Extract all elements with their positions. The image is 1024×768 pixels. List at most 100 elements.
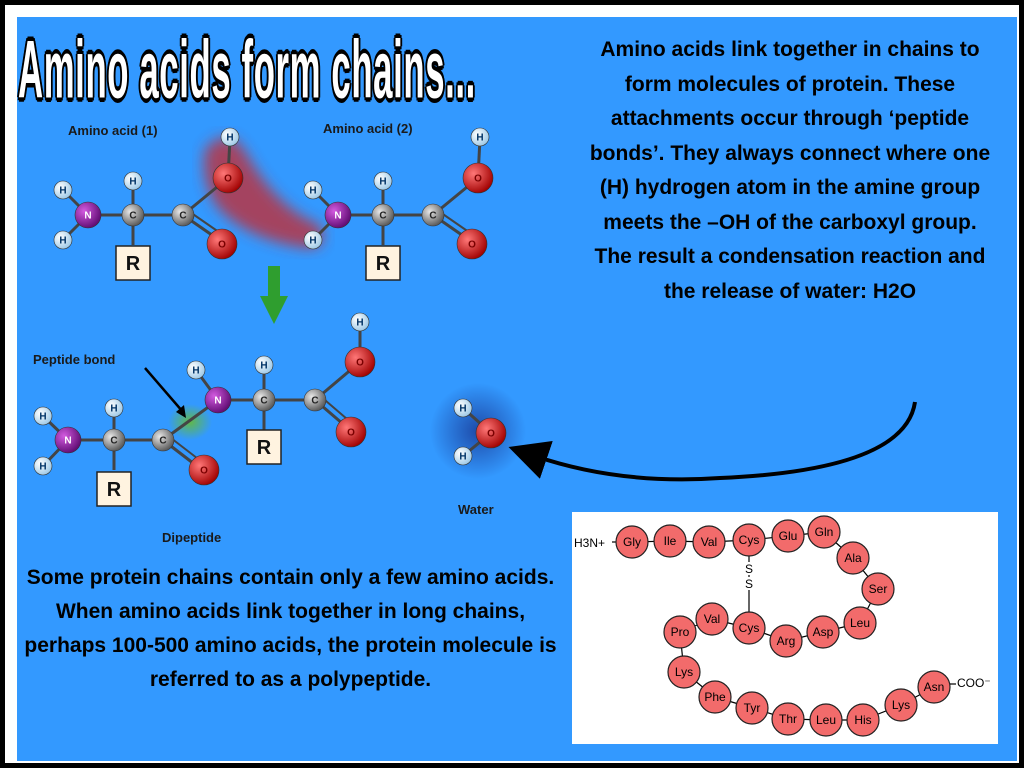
residue-label: Cys [739,533,760,547]
atom-n: N [324,201,352,229]
residue-glu: Glu [771,519,805,553]
r-group-box: R [246,429,282,465]
atom-symbol: H [39,412,46,423]
residue-asn: Asn [917,670,951,704]
residue-label: Thr [779,712,797,726]
residue-pro: Pro [663,615,697,649]
residue-his: His [846,703,880,737]
atom-h: H [104,398,124,418]
residue-gly: Gly [615,525,649,559]
atom-symbol: H [129,177,136,188]
atom-h: H [303,230,323,250]
labels-layer: Amino acid (1)Amino acid (2)Peptide bond… [33,121,494,545]
atom-o: O [456,228,488,260]
atom-symbol: H [309,186,316,197]
residue-label: Arg [777,634,796,648]
atom-o: O [206,228,238,260]
atom-h: H [470,127,490,147]
residue-label: Ile [664,534,677,548]
atom-symbol: O [224,174,232,185]
sulfur-atom: S [745,577,753,591]
atom-symbol: N [214,396,221,407]
atom-c: C [171,203,195,227]
residue-phe: Phe [698,680,732,714]
r-group-label: R [376,253,391,275]
atom-o: O [188,454,220,486]
residue-label: Cys [739,621,760,635]
curved-arrow [508,401,917,482]
atom-symbol: O [356,358,364,369]
atom-h: H [33,406,53,426]
r-group-box: R [96,471,132,507]
atom-symbol: O [347,428,355,439]
residue-label: Gln [815,525,834,539]
residue-lys: Lys [667,655,701,689]
residue-label: His [854,713,871,727]
residue-label: Tyr [744,701,761,715]
atom-symbol: O [468,240,476,251]
paragraph-left: Some protein chains contain only a few a… [24,566,557,691]
residue-label: Lys [892,698,910,712]
atom-symbol: O [487,429,495,440]
r-group-label: R [107,479,122,501]
residue-label: Ala [844,551,862,565]
atom-o: O [335,416,367,448]
atom-symbol: H [476,133,483,144]
residue-label: Val [701,535,717,549]
residue-label: Phe [704,690,726,704]
residue-label: Glu [779,529,798,543]
label-water: Water [458,502,494,517]
r-group-box: R [365,245,401,281]
residue-leu: Leu [809,703,843,737]
atom-symbol: N [334,211,341,222]
residue-ser: Ser [861,572,895,606]
amino-acid-2 [311,137,482,245]
atom-symbol: H [309,236,316,247]
r-group-label: R [126,253,141,275]
atom-symbol: H [226,133,233,144]
slide-title: Amino acids form chains... [18,22,475,114]
atom-symbol: C [179,211,186,222]
residue-label: Leu [816,713,836,727]
atom-symbol: O [200,466,208,477]
residue-gln: Gln [807,515,841,549]
atom-symbol: H [59,236,66,247]
residue-ile: Ile [653,524,687,558]
atom-c: C [371,203,395,227]
residue-tyr: Tyr [735,691,769,725]
residue-val: Val [695,602,729,636]
atom-o: O [212,162,244,194]
label-peptide-bond: Peptide bond [33,352,115,367]
n-terminus: H3N+ [574,536,605,550]
atom-symbol: N [64,436,71,447]
atom-symbol: C [129,211,136,222]
residue-label: Val [704,612,720,626]
atom-symbol: C [159,436,166,447]
atom-o: O [344,346,376,378]
atom-symbol: H [260,361,267,372]
c-terminus: COO⁻ [957,676,991,690]
atom-n: N [54,426,82,454]
green-down-arrow-icon [260,266,288,324]
residue-asp: Asp [806,615,840,649]
atom-symbol: H [459,404,466,415]
atom-h: H [220,127,240,147]
atom-c: C [303,388,327,412]
residue-label: Gly [623,535,641,549]
atom-symbol: H [110,404,117,415]
residue-cys: Cys [732,523,766,557]
residue-ala: Ala [836,541,870,575]
residue-cys: Cys [732,611,766,645]
atom-h: H [123,171,143,191]
residue-label: Pro [671,625,690,639]
atom-h: H [33,456,53,476]
slide-title-text: Amino acids form chains... [18,23,476,115]
atom-h: H [53,230,73,250]
atom-symbol: C [311,396,318,407]
residue-val: Val [692,525,726,559]
atom-symbol: H [59,186,66,197]
